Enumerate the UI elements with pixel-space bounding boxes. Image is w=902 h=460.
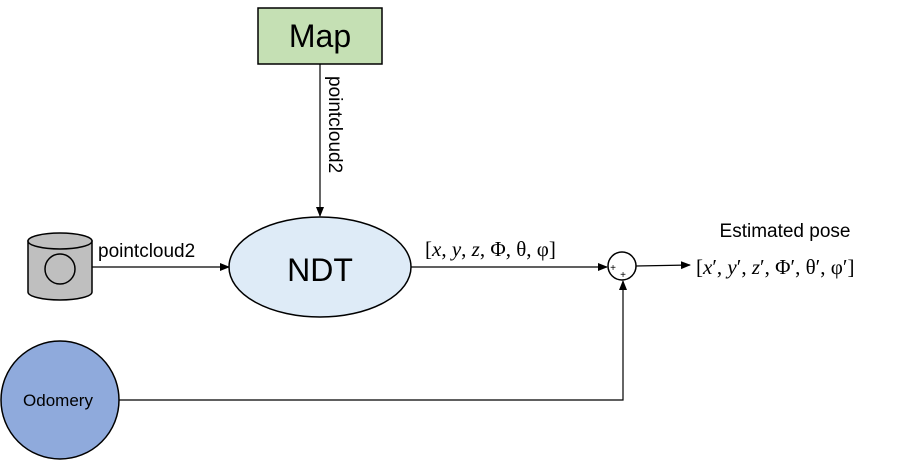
odometry-node: Odomery xyxy=(0,340,120,460)
database-top xyxy=(27,232,93,250)
map-box xyxy=(257,7,383,65)
ndt-pose-vector: [x, y, z, Φ, θ, φ] xyxy=(425,237,556,261)
ndt-label: NDT xyxy=(287,252,353,288)
map-label: Map xyxy=(289,18,351,54)
sum-to-output-arrow xyxy=(635,261,691,270)
sum-plus-top: + xyxy=(610,263,616,274)
sum-node: + + xyxy=(607,251,637,281)
database-cylinder-icon xyxy=(27,232,93,301)
estimated-pose-title: Estimated pose xyxy=(720,221,851,242)
sum-plus-bottom: + xyxy=(620,270,626,281)
ndt-node: NDT xyxy=(228,216,412,318)
odometry-label: Odomery xyxy=(23,391,93,410)
map-to-ndt-label: pointcloud2 xyxy=(324,76,345,173)
estimated-pose-vector: [x′, y′, z′, Φ′, θ′, φ′] xyxy=(696,255,854,279)
odometry-to-sum-arrow xyxy=(119,280,627,401)
map-node: Map xyxy=(257,7,383,65)
database-disc xyxy=(44,253,76,285)
db-to-ndt-label: pointcloud2 xyxy=(98,241,195,262)
